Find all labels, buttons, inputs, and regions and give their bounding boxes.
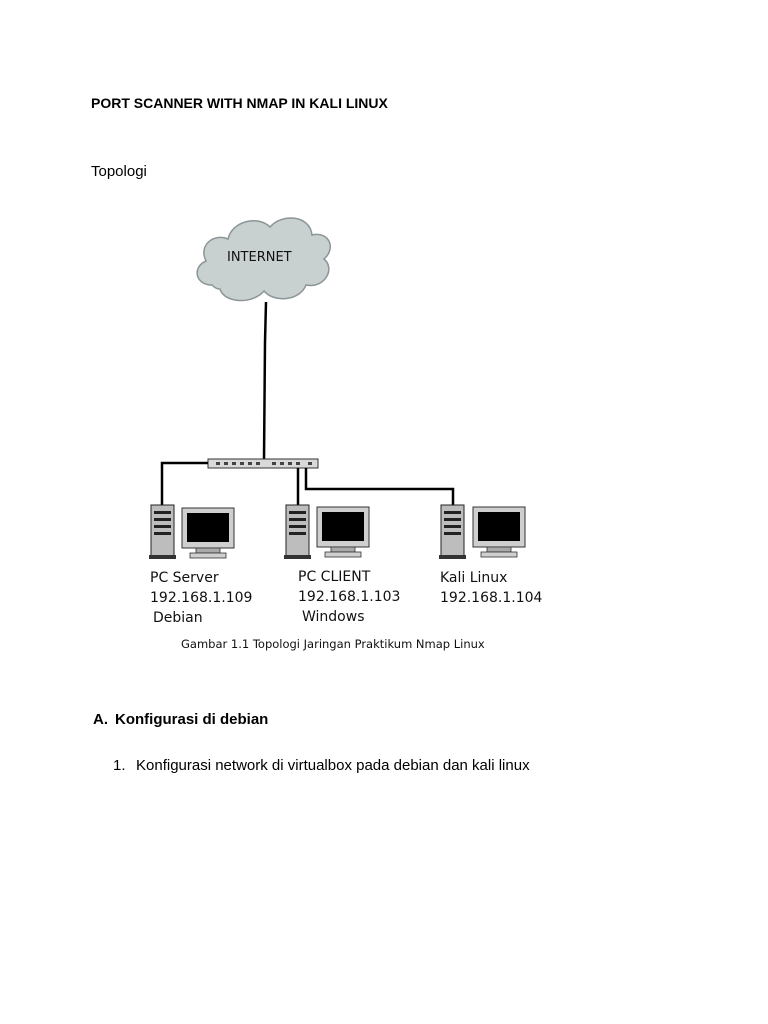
topology-label: Topologi	[91, 163, 147, 180]
node-os: Windows	[302, 609, 365, 625]
switch-icon	[207, 458, 319, 469]
document-title: PORT SCANNER WITH NMAP IN KALI LINUX	[91, 95, 388, 111]
kali-linux-node-icon	[439, 504, 526, 559]
node-os: Debian	[153, 610, 203, 626]
list-item: 1. Konfigurasi network di virtualbox pada…	[113, 757, 530, 774]
node-ip: 192.168.1.103	[298, 589, 401, 605]
node-name: PC CLIENT	[298, 569, 371, 585]
figure-caption: Gambar 1.1 Topologi Jaringan Praktikum N…	[181, 637, 485, 651]
section-a-marker: A.	[93, 711, 108, 728]
section-a-heading: A. Konfigurasi di debian	[93, 711, 268, 728]
section-a-title: Konfigurasi di debian	[115, 711, 269, 728]
node-name: Kali Linux	[440, 570, 508, 586]
list-item-marker: 1.	[113, 757, 126, 774]
topology-diagram-graphic	[149, 217, 526, 559]
node-kali-linux-label: Kali Linux 192.168.1.104	[440, 568, 542, 608]
node-name: PC Server	[150, 570, 219, 586]
pc-client-node-icon	[284, 504, 370, 559]
list-item-text: Konfigurasi network di virtualbox pada d…	[136, 757, 530, 774]
pc-server-node-icon	[149, 504, 235, 559]
node-pc-server-label: PC Server 192.168.1.109 Debian	[150, 568, 252, 628]
internet-cloud-icon	[196, 217, 331, 302]
node-cables	[160, 461, 455, 505]
uplink-cable	[262, 301, 268, 461]
topology-diagram: INTERNET PC Server 192.168.1.109 Debian …	[140, 205, 560, 660]
internet-label: INTERNET	[227, 250, 292, 265]
node-ip: 192.168.1.104	[440, 590, 543, 606]
node-ip: 192.168.1.109	[150, 590, 253, 606]
node-pc-client-label: PC CLIENT 192.168.1.103 Windows	[298, 567, 400, 627]
